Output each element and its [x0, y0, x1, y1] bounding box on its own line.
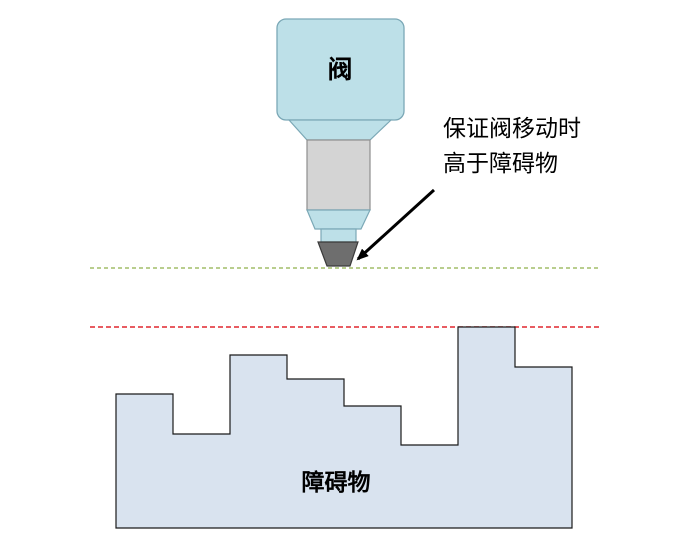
obstacle-label: 障碍物 — [302, 469, 371, 496]
valve-nozzle-collar — [320, 228, 357, 243]
valve-barrel — [306, 139, 371, 211]
valve-tip — [317, 241, 359, 267]
valve-label: 阀 — [327, 55, 352, 84]
annotation-arrow — [356, 188, 436, 261]
valve-lower-taper — [306, 209, 371, 230]
valve-assembly: 阀 — [276, 18, 405, 267]
annotation-line-2: 高于障碍物 — [443, 151, 558, 177]
obstacle-shape — [115, 326, 573, 529]
valve-upper-taper — [287, 119, 393, 141]
annotation-line-1: 保证阀移动时 — [443, 116, 581, 142]
